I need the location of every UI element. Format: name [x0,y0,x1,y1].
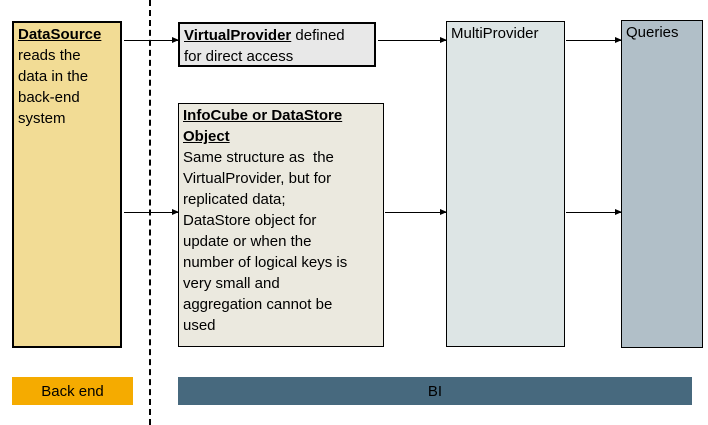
arrow-infocube-to-multiprovider [385,209,447,215]
backend-zone-bar: Back end [12,377,133,405]
arrow-datasource-to-infocube [124,209,179,215]
bi-zone-label: BI [427,382,443,400]
infocube-datastore-box: InfoCube or DataStore Object Same struct… [178,103,384,347]
backend-zone-label: Back end [41,382,104,400]
infocube-description: Same structure as the VirtualProvider, b… [183,149,348,334]
virtualprovider-heading: VirtualProvider [184,27,292,44]
arrow-datasource-to-virtualprovider [124,37,179,43]
multiprovider-label: MultiProvider [451,25,539,42]
datasource-description: reads the data in the back-end system [18,47,89,127]
queries-box: Queries [621,20,703,348]
virtualprovider-box: VirtualProvider defined for direct acces… [178,22,376,67]
datasource-box: DataSource reads the data in the back-en… [12,21,122,348]
queries-label: Queries [626,24,679,41]
multiprovider-box: MultiProvider [446,21,565,347]
arrow-multiprovider-to-queries-middle [566,209,622,215]
datasource-heading: DataSource [18,26,102,43]
arrow-multiprovider-to-queries-top [566,37,622,43]
arrow-virtualprovider-to-multiprovider [378,37,447,43]
bi-zone-bar: BI [178,377,692,405]
virtualprovider-description: defined for direct access [184,27,345,65]
infocube-heading: InfoCube or DataStore Object [183,107,343,145]
